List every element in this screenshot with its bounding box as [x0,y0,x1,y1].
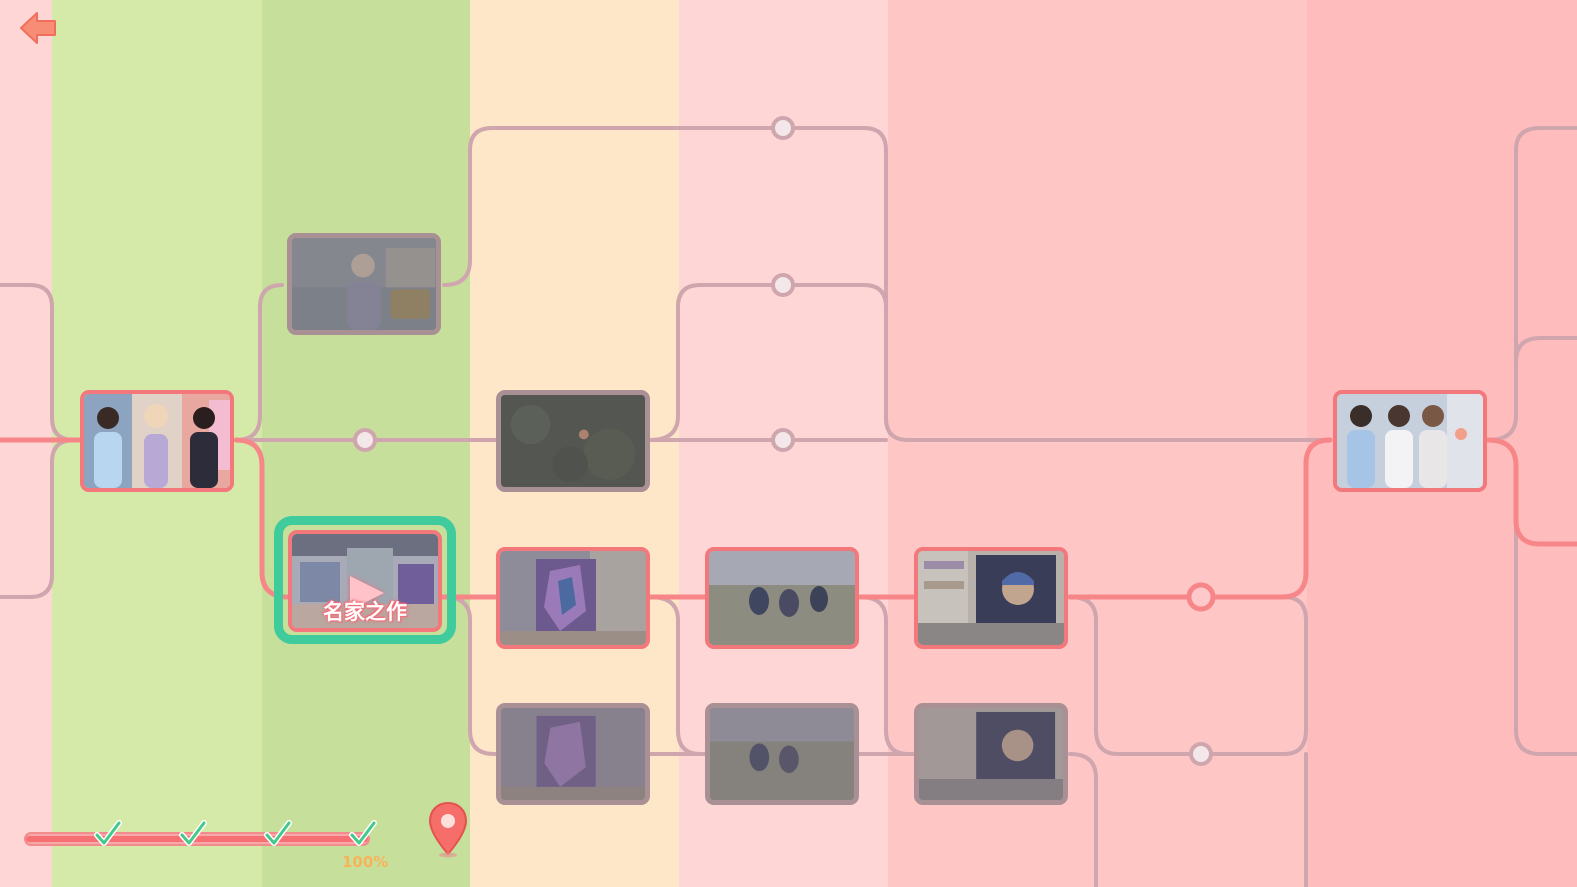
path-junction [1189,742,1213,766]
play-icon [350,576,384,610]
locked-path [1068,752,1098,887]
story-node-start[interactable] [80,390,234,492]
path-junction [771,428,795,452]
story-node-painting-1[interactable] [496,547,650,649]
scene-thumbnail [709,551,855,645]
locked-path [1486,126,1577,442]
scene-thumbnail [501,395,645,487]
scene-thumbnail [919,708,1063,800]
check-icon [349,820,377,846]
progress-fill [26,836,368,842]
story-node-painting-2-alt[interactable] [705,703,859,805]
story-node-painting-1-alt[interactable] [496,703,650,805]
map-pin-icon[interactable] [426,800,470,858]
locked-path [0,438,76,599]
locked-path [442,126,1332,442]
path-junction [771,273,795,297]
current-node-highlight [274,516,456,644]
story-node-painting-3-alt[interactable] [914,703,1068,805]
band-0 [0,0,52,887]
scene-thumbnail [501,708,645,800]
back-button[interactable] [18,10,58,46]
locked-path [1514,336,1577,418]
current-node-label: 名家之作 [323,600,407,624]
story-node-current[interactable]: 名家之作 [288,530,442,632]
locked-path [648,283,888,442]
path-junction [353,428,377,452]
active-path [1485,437,1577,547]
locked-path [858,595,920,756]
locked-path [234,283,284,442]
scene-thumbnail [918,551,1064,645]
progress-percent: 100% [342,853,389,871]
check-icon [264,820,292,846]
locked-path [442,595,502,756]
check-icon [179,820,207,846]
locked-path [1514,518,1577,756]
back-arrow-icon [20,12,56,44]
check-icon [94,820,122,846]
locked-path [648,595,712,756]
story-node-painting-2[interactable] [705,547,859,649]
path-junction-active [1186,582,1216,612]
path-junction [771,116,795,140]
story-node-ending[interactable] [1333,390,1487,492]
story-node-painting-3[interactable] [914,547,1068,649]
scene-thumbnail [1337,394,1483,488]
scene-thumbnail [84,394,230,488]
locked-path [1068,595,1308,756]
scene-thumbnail [710,708,854,800]
scene-thumbnail [500,551,646,645]
story-node-garden[interactable] [496,390,650,492]
story-node-upper-branch[interactable] [287,233,441,335]
locked-path [0,283,76,442]
scene-thumbnail [292,238,436,330]
active-path [1067,437,1333,600]
